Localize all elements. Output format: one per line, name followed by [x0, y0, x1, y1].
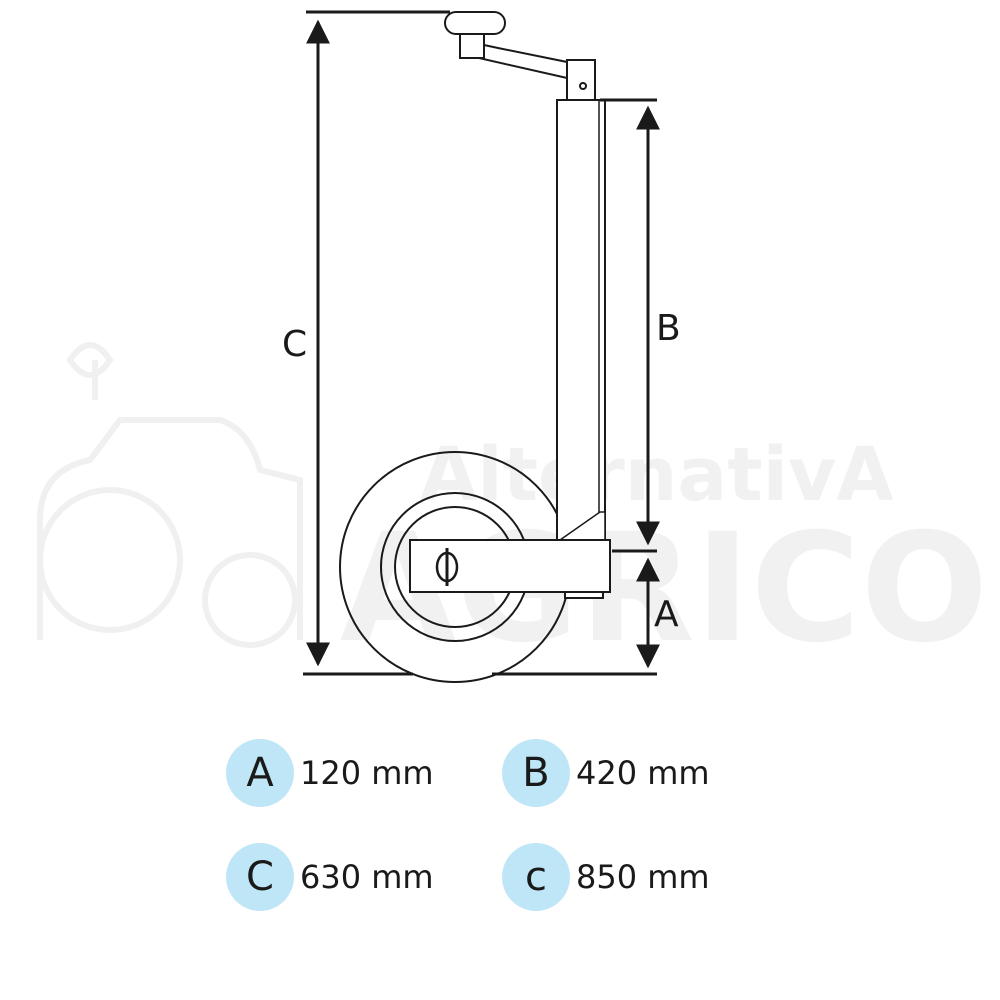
legend-badge-c: C — [226, 843, 294, 911]
legend-item-c-lower: c 850 mm — [502, 842, 710, 912]
dimension-label-c: C — [282, 324, 307, 365]
legend-item-a: A 120 mm — [226, 738, 434, 808]
legend-value-b: 420 mm — [576, 754, 710, 792]
crank-knob — [444, 11, 506, 35]
legend-badge-a: A — [226, 739, 294, 807]
dimension-lines — [303, 10, 660, 676]
legend-badge-c-lower: c — [502, 843, 570, 911]
main-tube — [556, 99, 606, 541]
technical-drawing: AlternativA AGRICOLA — [37, 10, 1000, 683]
tube-collar — [566, 59, 596, 101]
watermark-logo: AlternativA AGRICOLA — [37, 342, 1000, 676]
legend-value-c: 630 mm — [300, 858, 434, 896]
legend-badge-b: B — [502, 739, 570, 807]
dimension-label-a: A — [654, 594, 679, 635]
tractor-watermark-icon — [37, 342, 303, 648]
legend-value-a: 120 mm — [300, 754, 434, 792]
legend-value-c-lower: 850 mm — [576, 858, 710, 896]
jockey-wheel-illustration — [339, 11, 611, 683]
legend-item-c: C 630 mm — [226, 842, 434, 912]
legend-item-b: B 420 mm — [502, 738, 710, 808]
dimension-label-b: B — [656, 308, 681, 349]
